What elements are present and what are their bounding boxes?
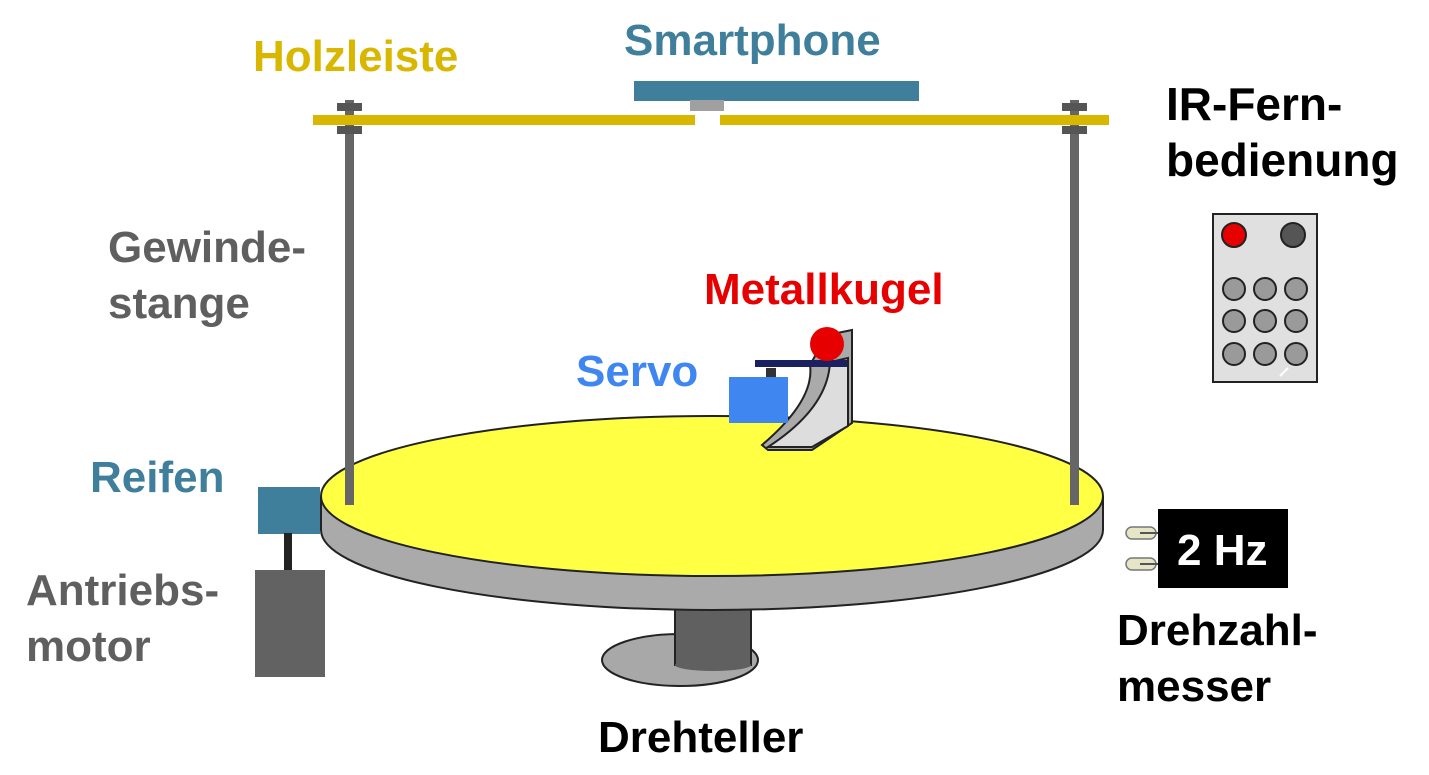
label-drehzahlmesser-line1: Drehzahl- bbox=[1117, 606, 1318, 655]
smartphone-device bbox=[634, 81, 919, 111]
label-gewindestange: Gewinde- stange bbox=[108, 220, 306, 332]
holzleiste-bar bbox=[313, 115, 1109, 125]
ir-remote bbox=[1212, 213, 1318, 383]
label-gewindestange-line1: Gewinde- bbox=[108, 223, 307, 272]
label-smartphone: Smartphone bbox=[624, 16, 881, 65]
tachometer bbox=[1125, 509, 1288, 588]
label-ir-remote: IR-Fern- bedienung bbox=[1166, 76, 1399, 188]
label-ir-remote-line2: bedienung bbox=[1166, 134, 1399, 186]
servo-block bbox=[729, 377, 788, 423]
tachometer-display: 2 Hz bbox=[1177, 526, 1268, 575]
label-holzleiste: Holzleiste bbox=[253, 32, 459, 81]
threaded-rods bbox=[337, 100, 1087, 505]
label-antriebsmotor-line2: motor bbox=[26, 622, 151, 671]
label-antriebsmotor: Antriebs- motor bbox=[26, 563, 219, 675]
label-metallkugel: Metallkugel bbox=[704, 265, 944, 314]
label-drehzahlmesser: Drehzahl- messer bbox=[1117, 603, 1317, 715]
ramp-holder bbox=[755, 327, 853, 451]
drive-motor bbox=[255, 487, 325, 677]
label-drehzahlmesser-line2: messer bbox=[1117, 662, 1272, 711]
label-reifen: Reifen bbox=[90, 453, 225, 502]
label-servo: Servo bbox=[576, 347, 699, 396]
label-gewindestange-line2: stange bbox=[108, 279, 250, 328]
label-antriebsmotor-line1: Antriebs- bbox=[26, 566, 220, 615]
turntable-disk bbox=[320, 415, 1104, 611]
label-ir-remote-line1: IR-Fern- bbox=[1166, 78, 1343, 130]
label-drehteller: Drehteller bbox=[598, 713, 804, 762]
